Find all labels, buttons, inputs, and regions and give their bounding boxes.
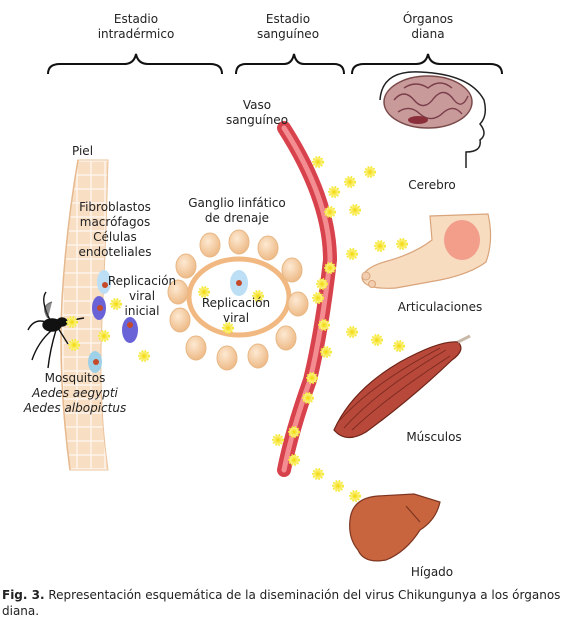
infected-cells bbox=[88, 270, 138, 373]
stage-organs-line2: diana bbox=[411, 27, 445, 41]
mosquito-icon bbox=[27, 291, 85, 369]
vessel-label: Vaso sanguíneo bbox=[212, 98, 302, 128]
organ-joints-label: Articulaciones bbox=[397, 300, 483, 314]
node-replication-label: Replicación viral bbox=[196, 296, 276, 326]
cells-line4: endoteliales bbox=[78, 245, 152, 259]
lymph-line2: de drenaje bbox=[204, 211, 270, 225]
cells-line1: Fibroblastos bbox=[79, 200, 151, 214]
stage-intradermal-label: Estadio intradérmico bbox=[86, 12, 186, 42]
mosquito-title: Mosquitos bbox=[44, 371, 106, 385]
stage-intradermal-line2: intradérmico bbox=[97, 27, 175, 41]
node-rep-line2: viral bbox=[222, 311, 250, 325]
node-rep-line1: Replicación bbox=[201, 296, 271, 310]
skin-label: Piel bbox=[72, 144, 94, 158]
organ-liver-label: Hígado bbox=[410, 565, 454, 579]
organ-brain-label: Cerebro bbox=[408, 178, 456, 192]
initial-rep-line2: viral bbox=[128, 289, 156, 303]
initial-replication-label: Replicación viral inicial bbox=[104, 274, 180, 319]
skin-layer bbox=[60, 159, 109, 471]
virus-particles bbox=[66, 156, 408, 502]
stage-blood-line2: sanguíneo bbox=[256, 27, 320, 41]
stage-organs-line1: Órganos bbox=[402, 12, 454, 26]
organ-muscles-label: Músculos bbox=[406, 430, 462, 444]
species-albopictus: Aedes albopictus bbox=[23, 401, 127, 415]
foot-icon bbox=[361, 213, 492, 289]
figure-caption: Fig. 3. Representación esquemática de la… bbox=[2, 587, 578, 619]
lymph-node-label: Ganglio linfático de drenaje bbox=[172, 196, 302, 226]
stage-intradermal-line1: Estadio bbox=[113, 12, 159, 26]
initial-rep-line1: Replicación bbox=[107, 274, 177, 288]
vessel-line2: sanguíneo bbox=[225, 113, 289, 127]
liver-icon bbox=[349, 493, 441, 562]
mosquito-label: Mosquitos Aedes aegypti Aedes albopictus bbox=[20, 371, 130, 416]
cells-line3: Células bbox=[93, 230, 137, 244]
stage-blood-line1: Estadio bbox=[265, 12, 311, 26]
brace-organs bbox=[351, 53, 503, 75]
brain-icon bbox=[379, 71, 487, 168]
stage-blood-label: Estadio sanguíneo bbox=[238, 12, 338, 42]
lymph-node bbox=[167, 229, 309, 371]
stage-organs-label: Órganos diana bbox=[378, 12, 478, 42]
caption-label: Fig. 3. bbox=[2, 588, 45, 602]
lymph-line1: Ganglio linfático bbox=[188, 196, 286, 210]
dissemination-diagram bbox=[27, 53, 503, 562]
caption-text: Representación esquemática de la disemin… bbox=[2, 588, 561, 618]
initial-rep-line3: inicial bbox=[124, 304, 160, 318]
muscle-icon bbox=[333, 334, 471, 439]
species-aegypti: Aedes aegypti bbox=[32, 386, 118, 400]
vessel-line1: Vaso bbox=[242, 98, 272, 112]
brace-intradermal bbox=[47, 53, 223, 75]
cells-line2: macrófagos bbox=[79, 215, 151, 229]
brace-blood bbox=[235, 53, 345, 75]
cells-label: Fibroblastos macrófagos Células endoteli… bbox=[60, 200, 170, 260]
